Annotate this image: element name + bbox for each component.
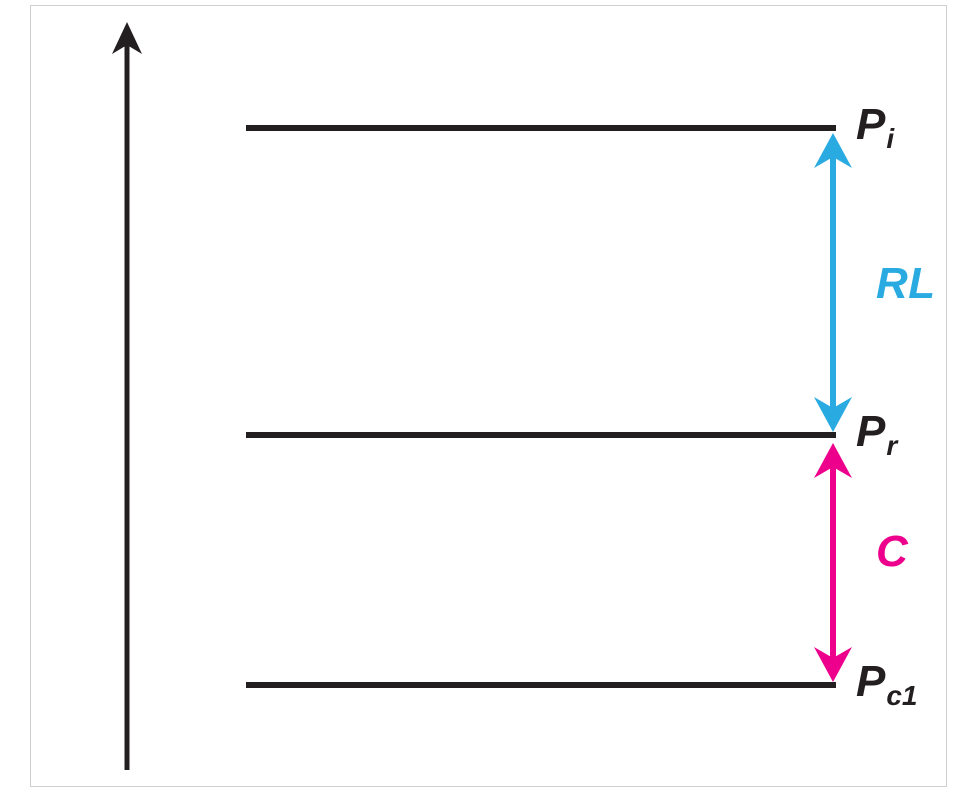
level-label-pi: Pi [856, 100, 894, 153]
level-label-pc1-symbol: P [856, 657, 886, 706]
level-label-pr-subscript: r [886, 430, 898, 461]
c-arrowhead-up-icon [814, 443, 852, 478]
level-label-pi-subscript: i [886, 123, 895, 154]
level-label-pr-symbol: P [856, 407, 886, 456]
level-label-pr: Pr [856, 407, 897, 460]
c-arrowhead-down-icon [814, 647, 852, 682]
rl-arrowhead-down-icon [814, 397, 852, 432]
level-label-pi-symbol: P [856, 100, 886, 149]
rl-arrowhead-up-icon [814, 133, 852, 168]
axis-arrowhead-icon [112, 22, 142, 54]
level-lines [246, 125, 836, 688]
annotation-arrow-c [814, 443, 852, 682]
annotation-label-rl: RL [876, 259, 936, 308]
level-label-pc1-subscript: c1 [886, 680, 918, 711]
annotation-label-c: C [876, 527, 909, 576]
annotation-arrow-rl [814, 133, 852, 432]
power-axis [112, 22, 142, 770]
level-label-pc1: Pc1 [856, 657, 918, 710]
